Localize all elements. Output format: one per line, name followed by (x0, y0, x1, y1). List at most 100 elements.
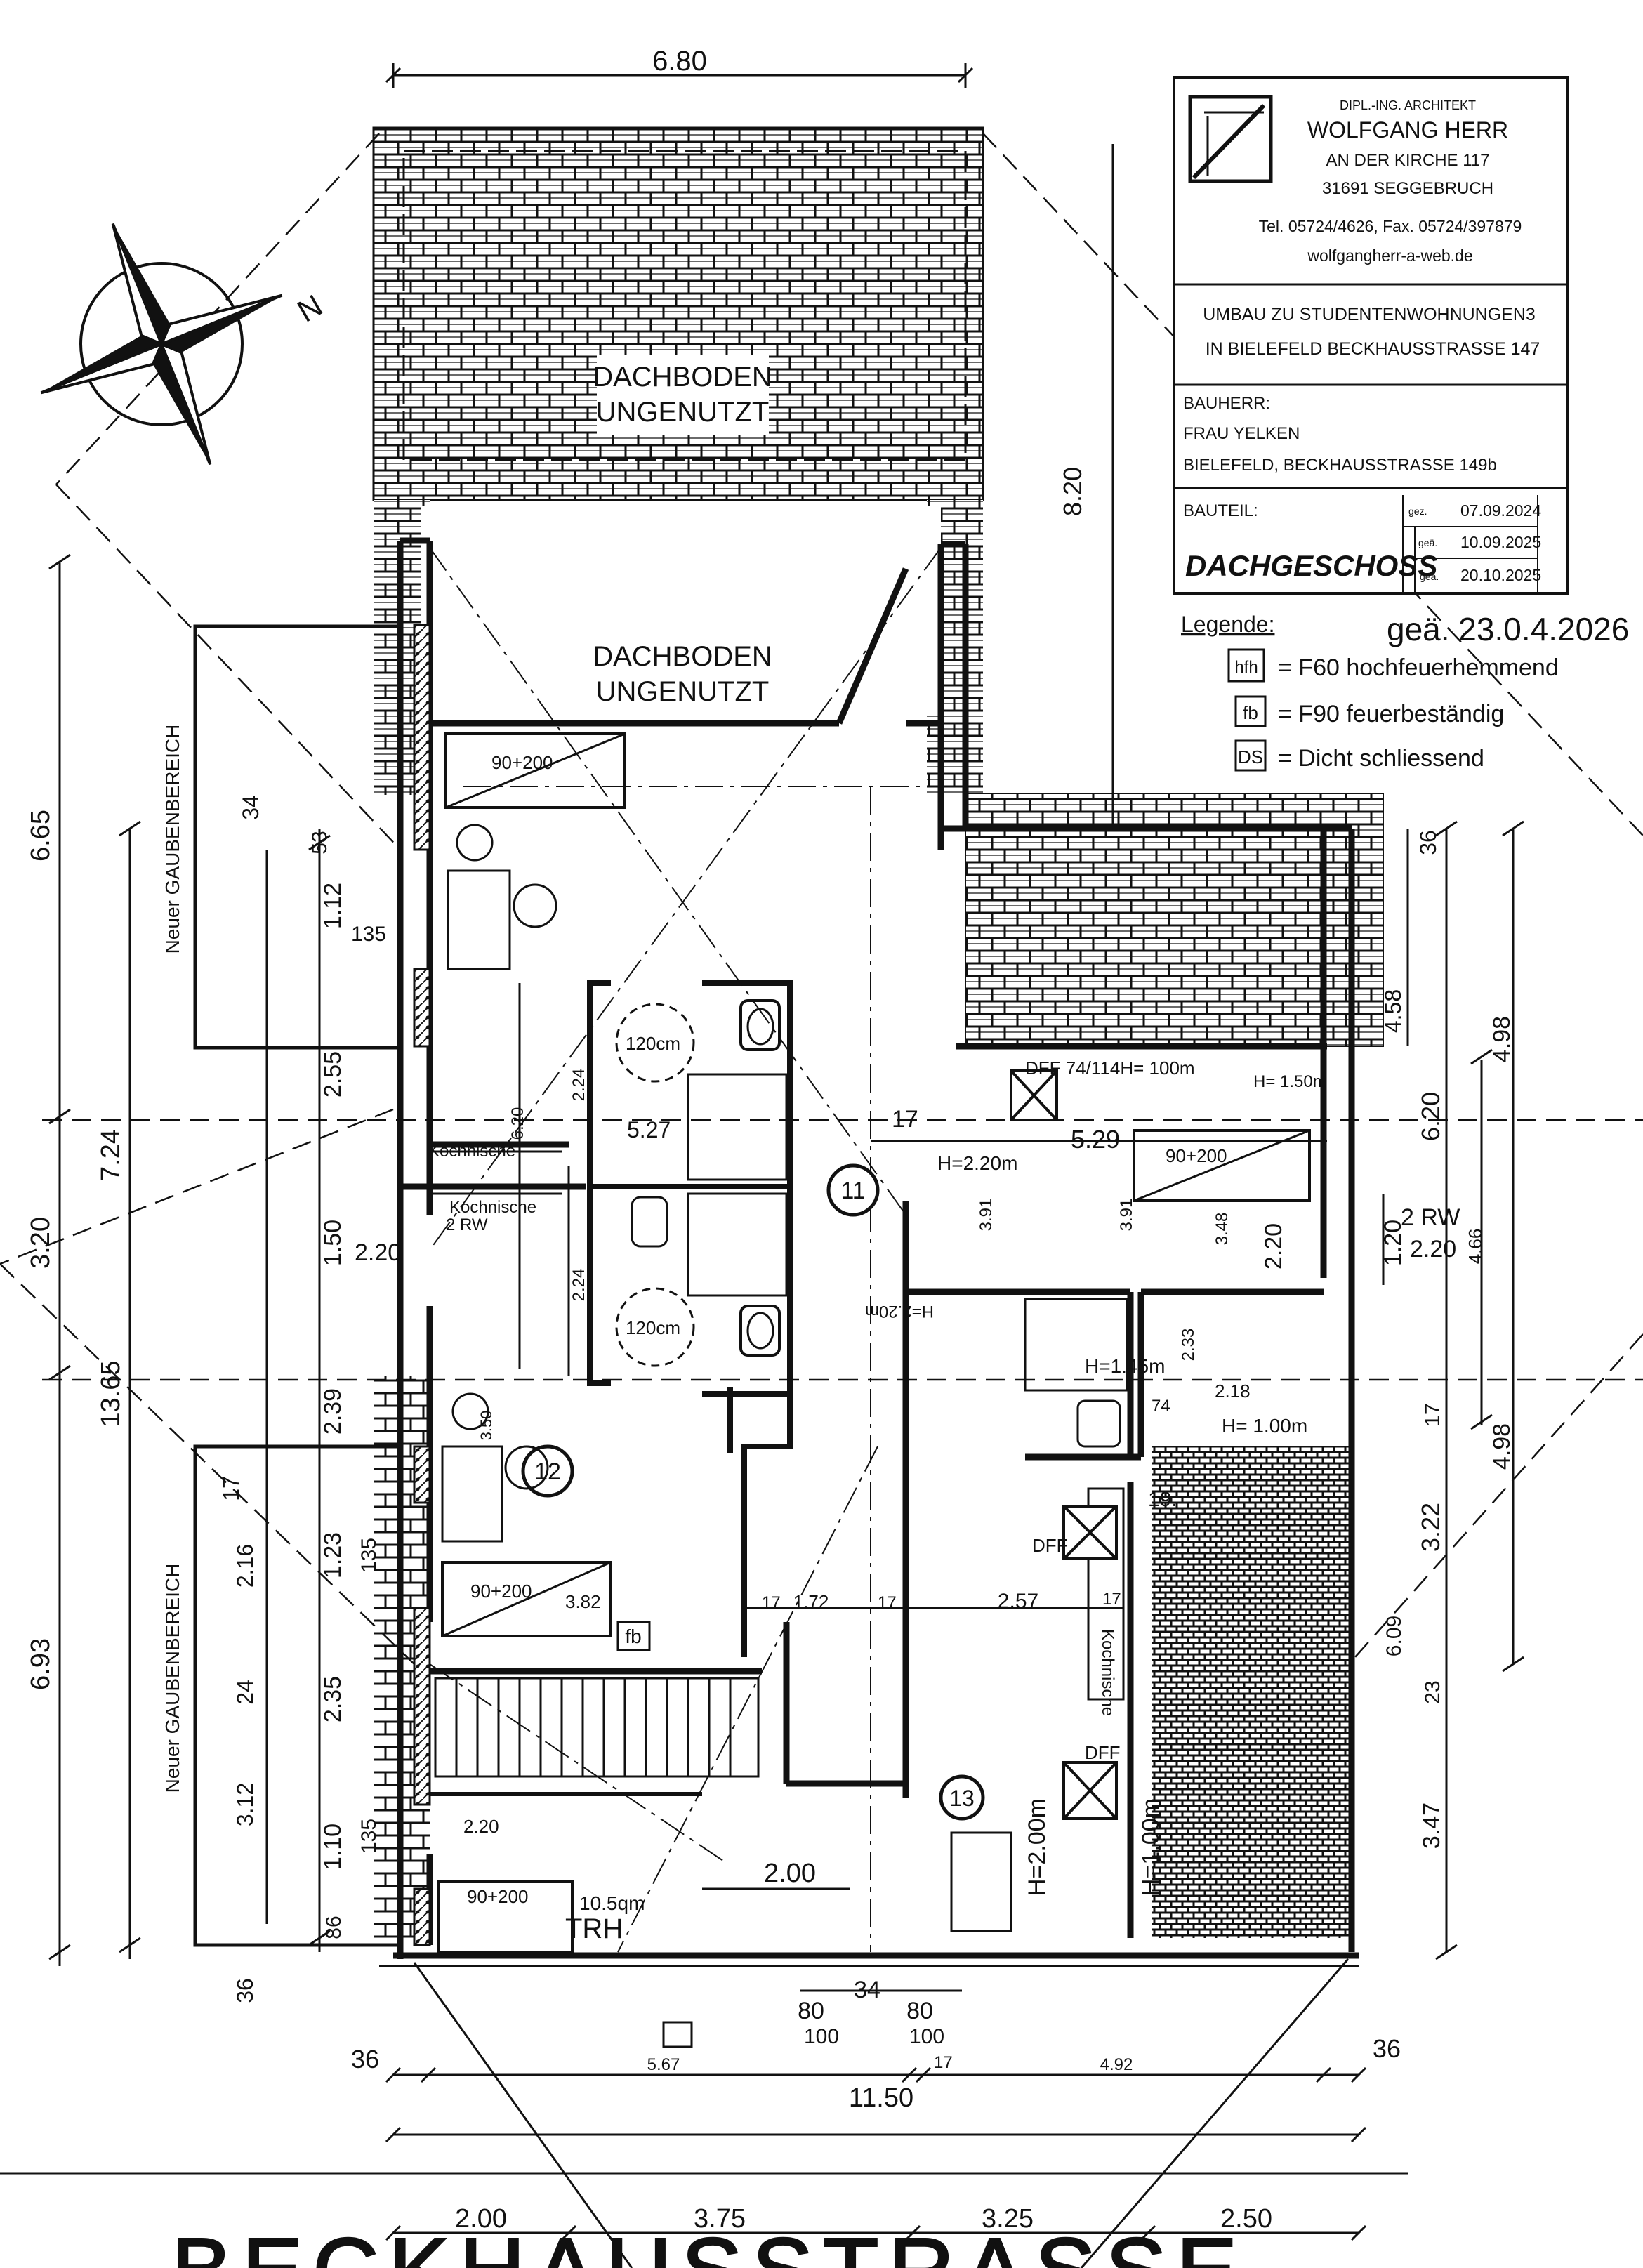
svg-text:BAUHERR:: BAUHERR: (1183, 394, 1270, 413)
svg-text:1.50: 1.50 (319, 1220, 346, 1266)
svg-text:12: 12 (534, 1458, 561, 1485)
svg-text:gez.: gez. (1408, 506, 1427, 517)
svg-text:135: 135 (351, 923, 386, 946)
svg-text:Neuer GAUBENBEREICH: Neuer GAUBENBEREICH (161, 1564, 183, 1793)
svg-text:DS: DS (1238, 746, 1263, 767)
architect-logo-icon (1188, 95, 1273, 183)
attic-mid-label: DACHBODEN UNGENUTZT (593, 641, 772, 707)
dimension-lines (58, 63, 1515, 2234)
svg-text:WOLFGANG HERR: WOLFGANG HERR (1307, 117, 1508, 143)
dormer-b: Neuer GAUBENBEREICH (161, 1444, 402, 1947)
svg-text:10.09.2025: 10.09.2025 (1460, 533, 1541, 551)
svg-text:5.29: 5.29 (1071, 1125, 1120, 1154)
svg-text:3.82: 3.82 (565, 1591, 601, 1612)
svg-text:74: 74 (1152, 1397, 1170, 1416)
svg-text:07.09.2024: 07.09.2024 (1460, 501, 1541, 520)
svg-text:FRAU YELKEN: FRAU YELKEN (1183, 424, 1300, 443)
svg-text:= F90 feuerbeständig: = F90 feuerbeständig (1278, 701, 1504, 727)
svg-text:Legende:: Legende: (1181, 612, 1274, 637)
svg-text:6.93: 6.93 (26, 1638, 55, 1690)
dash-dot-lines (429, 547, 942, 1953)
svg-text:2.20: 2.20 (1410, 1236, 1456, 1262)
svg-text:N: N (292, 288, 329, 329)
svg-text:17: 17 (934, 2053, 953, 2072)
svg-text:7.24: 7.24 (96, 1129, 126, 1181)
svg-text:H= 1.50m: H= 1.50m (1253, 1072, 1327, 1091)
svg-text:2.20: 2.20 (463, 1816, 499, 1837)
svg-text:36: 36 (1416, 830, 1441, 855)
bath-2: 120cm (615, 1192, 788, 1367)
svg-text:8.20: 8.20 (1058, 467, 1087, 516)
svg-text:DFF 74/114H= 100m: DFF 74/114H= 100m (1025, 1057, 1195, 1079)
svg-text:135: 135 (357, 1538, 381, 1573)
svg-text:UMBAU ZU STUDENTENWOHNUNGEN3: UMBAU ZU STUDENTENWOHNUNGEN3 (1203, 305, 1536, 324)
svg-text:1.12: 1.12 (319, 883, 346, 929)
svg-text:H=2.20m: H=2.20m (865, 1302, 934, 1321)
svg-text:3.48: 3.48 (1213, 1213, 1232, 1246)
svg-text:AN DER KIRCHE 117: AN DER KIRCHE 117 (1326, 151, 1490, 170)
svg-text:2.39: 2.39 (319, 1388, 346, 1435)
svg-text:100: 100 (804, 2025, 839, 2048)
svg-text:4.58: 4.58 (1380, 989, 1406, 1033)
svg-text:4.66: 4.66 (1465, 1229, 1486, 1265)
svg-text:DFF: DFF (1025, 1084, 1027, 1086)
svg-text:Kochnische: Kochnische (428, 1142, 515, 1161)
svg-text:DIPL.-ING. ARCHITEKT: DIPL.-ING. ARCHITEKT (1340, 98, 1476, 112)
svg-text:= F60 hochfeuerhemmend: = F60 hochfeuerhemmend (1278, 654, 1559, 681)
svg-text:11: 11 (840, 1178, 865, 1204)
svg-text:36: 36 (351, 2045, 379, 2073)
svg-text:17: 17 (1102, 1590, 1121, 1609)
svg-text:5.27: 5.27 (627, 1117, 671, 1142)
furniture (430, 824, 1125, 1932)
svg-text:34: 34 (238, 795, 263, 820)
svg-text:120cm: 120cm (626, 1033, 680, 1054)
svg-text:3.91: 3.91 (977, 1199, 996, 1232)
unit-markers: 11 12 13 (521, 1163, 985, 1821)
svg-text:DACHGESCHOSS: DACHGESCHOSS (1185, 549, 1437, 582)
svg-text:BAUTEIL:: BAUTEIL: (1183, 501, 1258, 520)
svg-text:fb: fb (1243, 702, 1258, 723)
svg-text:53: 53 (308, 831, 331, 854)
bathroom-walls (587, 980, 793, 1657)
svg-text:DFF: DFF (1085, 1742, 1121, 1763)
svg-text:2.18: 2.18 (1215, 1380, 1251, 1402)
bed-1: 90+200 (444, 732, 626, 809)
svg-text:Kochnische: Kochnische (449, 1198, 536, 1217)
svg-text:13: 13 (949, 1786, 975, 1811)
compass-icon: N (40, 223, 329, 466)
title-block: DIPL.-ING. ARCHITEKT WOLFGANG HERR AN DE… (1173, 76, 1569, 595)
svg-text:17: 17 (892, 1106, 918, 1133)
svg-text:100: 100 (909, 2025, 944, 2048)
svg-text:geä.: geä. (1420, 571, 1439, 582)
bath-3 (1024, 1298, 1128, 1448)
svg-text:80: 80 (798, 1998, 824, 2024)
svg-text:1.72: 1.72 (793, 1591, 829, 1612)
svg-text:24: 24 (232, 1680, 258, 1705)
svg-text:34: 34 (854, 1977, 880, 2003)
svg-text:DACHBODEN: DACHBODEN (593, 362, 772, 393)
svg-text:17: 17 (762, 1593, 781, 1612)
attic-top-label: DACHBODEN UNGENUTZT (593, 355, 772, 435)
svg-text:90+200: 90+200 (470, 1581, 532, 1602)
room-labels: Kochnische Kochnische 2 RW 5.27 Kochnisc… (428, 1057, 1460, 1944)
svg-text:BIELEFELD, BECKHAUSSTRASSE 149: BIELEFELD, BECKHAUSSTRASSE 149b (1183, 456, 1497, 475)
svg-text:UNGENUTZT: UNGENUTZT (596, 397, 770, 428)
svg-text:DFF: DFF (1032, 1535, 1068, 1556)
svg-text:wolfgangherr-a-web.de: wolfgangherr-a-web.de (1307, 246, 1472, 265)
svg-text:2.57: 2.57 (998, 1590, 1038, 1613)
svg-text:23: 23 (1421, 1680, 1444, 1703)
roof-tiles (372, 126, 1384, 1938)
dormer-a: Neuer GAUBENBEREICH (161, 624, 402, 1050)
svg-text:36: 36 (232, 1978, 258, 2003)
svg-text:3.25: 3.25 (982, 2204, 1034, 2234)
svg-text:3.22: 3.22 (1416, 1503, 1445, 1552)
svg-text:17: 17 (218, 1476, 244, 1501)
svg-text:10.5qm: 10.5qm (579, 1892, 645, 1914)
svg-text:IN BIELEFELD BECKHAUSSTRASSE 1: IN BIELEFELD BECKHAUSSTRASSE 147 (1206, 339, 1540, 359)
svg-text:135: 135 (357, 1819, 381, 1854)
svg-text:geä.: geä. (1418, 537, 1437, 548)
bed-4: 90+200 (437, 1880, 574, 1953)
svg-text:6.65: 6.65 (26, 810, 55, 862)
svg-text:3.12: 3.12 (232, 1783, 258, 1826)
legend: Legende: geä. 23.0.4.2026 hfh = F60 hoch… (1181, 611, 1629, 772)
